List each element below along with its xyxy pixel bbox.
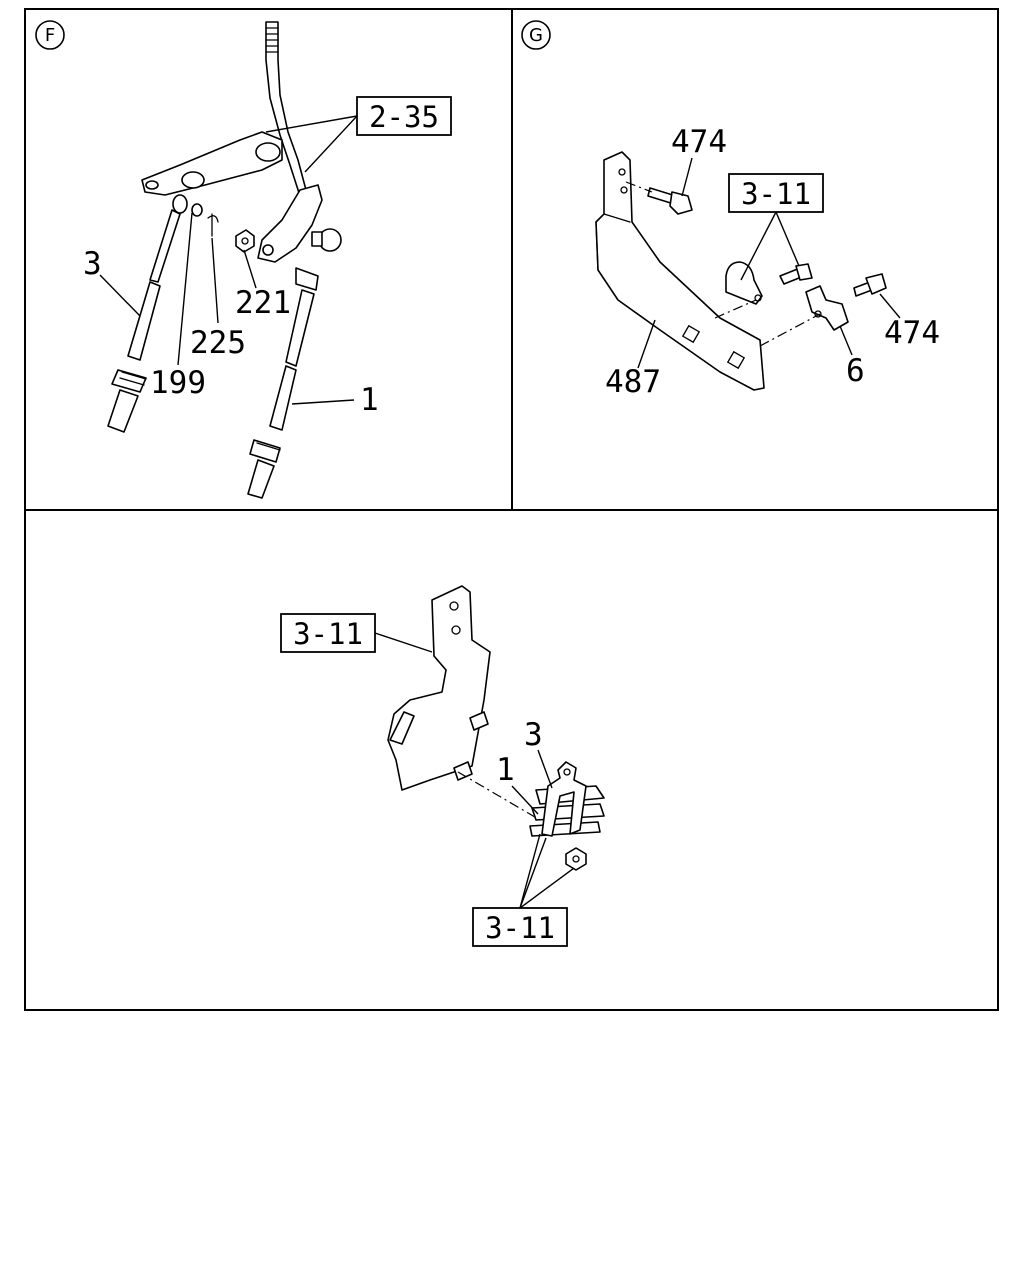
- bottom-bracket: [387, 585, 491, 791]
- dash-bolt: [625, 181, 653, 193]
- ref-box-3-11-bottom-top: 3-11: [280, 613, 433, 653]
- small-parts-f: [172, 194, 255, 253]
- callout-6: 6: [846, 353, 865, 389]
- dash-clamp: [714, 299, 757, 319]
- callout-b-1: 1: [496, 752, 515, 788]
- ref-label-3-11-g: 3-11: [741, 177, 811, 211]
- callout-225: 225: [190, 325, 246, 361]
- clip-6: [805, 285, 849, 331]
- callout-1: 1: [360, 382, 379, 418]
- dash-bottom: [457, 771, 541, 821]
- callouts-f: 3 221 225 199 1: [83, 212, 379, 418]
- ref-label-3-11-bottom-top: 3-11: [293, 617, 363, 651]
- nut-221: [235, 229, 255, 253]
- callout-b-3: 3: [524, 717, 543, 753]
- bolt-474-right: [853, 273, 887, 297]
- callout-474-top: 474: [671, 124, 727, 160]
- panel-f: F: [35, 20, 452, 499]
- panel-g-marker: G: [521, 20, 551, 50]
- cable-1: [247, 267, 319, 499]
- clamp-g: [725, 261, 813, 305]
- diagram-frames: [24, 8, 999, 1011]
- panel-bottom: 3-11 3 1 3-11: [280, 585, 605, 947]
- callouts-g: 474 474 487 6: [605, 124, 940, 400]
- bottom-clamp: [529, 761, 605, 871]
- callouts-bottom: 3 1: [496, 717, 553, 815]
- cable-3: [107, 209, 181, 433]
- ref-box-3-11-bottom: 3-11: [472, 833, 575, 947]
- ref-box-2-35: 2-35: [265, 96, 452, 173]
- callout-199: 199: [150, 365, 206, 401]
- dash-clip: [759, 313, 821, 347]
- panel-f-marker: F: [35, 20, 65, 50]
- shift-arm: [141, 131, 283, 196]
- callout-3: 3: [83, 246, 102, 282]
- panel-g: G: [521, 20, 940, 400]
- washer-225: [191, 203, 203, 217]
- pin-225: [207, 213, 219, 237]
- ref-box-3-11-g: 3-11: [728, 173, 824, 281]
- ref-label-3-11-bottom: 3-11: [485, 911, 555, 945]
- panel-f-letter: F: [45, 25, 55, 46]
- bolt-474-top: [647, 187, 693, 215]
- panel-g-letter: G: [529, 25, 543, 46]
- callout-474-right: 474: [884, 315, 940, 351]
- callout-487: 487: [605, 364, 661, 400]
- bracket-487: [595, 151, 765, 391]
- callout-221: 221: [235, 285, 291, 321]
- ref-label-2-35: 2-35: [369, 100, 439, 134]
- shift-lever: [257, 21, 342, 263]
- washer-199: [172, 194, 188, 214]
